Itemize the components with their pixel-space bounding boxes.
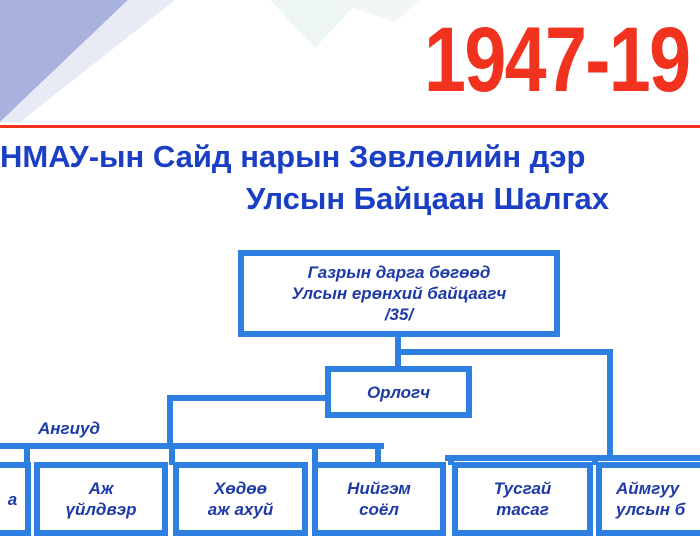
unit-box-aimag-line-1: Аймгуу	[616, 479, 680, 498]
deputy-box: Орлогч	[325, 366, 472, 418]
unit-box-aimag-line-2: улсын б	[616, 500, 686, 519]
connector-head-to-special	[395, 349, 613, 461]
unit-box-agriculture-line-1: Хөдөө	[213, 479, 267, 498]
page-title-line-1: НМАУ-ын Сайд нарын Зөвлөлийн дэр	[0, 139, 586, 174]
year-banner: 1947-19	[424, 9, 691, 111]
unit-box-social-culture: Нийгэм соёл	[312, 462, 446, 536]
unit-box-social-culture-line-1: Нийгэм	[347, 479, 411, 498]
red-divider	[0, 125, 700, 128]
unit-box-industry: Аж үйлдвэр	[34, 462, 168, 536]
connector-deputy-to-units	[167, 395, 333, 449]
head-box-line-2: Улсын ерөнхий байцаагч	[291, 284, 507, 303]
deputy-box-label: Орлогч	[366, 382, 431, 402]
top-faint-shape	[330, 0, 420, 22]
top-light-triangle-shape	[270, 0, 360, 48]
section-label-departments: Ангиуд	[38, 419, 100, 438]
unit-box-agriculture-line-2: аж ахуй	[207, 500, 274, 519]
unit-box-social-culture-line-2: соёл	[359, 500, 399, 519]
unit-box-special-section: Тусгай тасаг	[452, 462, 593, 536]
unit-box-1: а	[0, 462, 31, 536]
unit-box-1-line-1: а	[7, 489, 18, 509]
unit-box-industry-line-2: үйлдвэр	[65, 500, 137, 519]
head-box-line-3: /35/	[384, 305, 414, 324]
unit-box-special-section-line-1: Тусгай	[493, 479, 552, 498]
unit-box-aimag: Аймгуу улсын б	[596, 462, 700, 536]
page-title-line-2: Улсын Байцаан Шалгах	[246, 181, 609, 216]
unit-box-agriculture: Хөдөө аж ахуй	[173, 462, 308, 536]
head-of-department-box: Газрын дарга бөгөөд Улсын ерөнхий байцаа…	[238, 250, 560, 337]
unit-box-industry-line-1: Аж	[88, 479, 114, 498]
corner-shadow-shape	[0, 0, 175, 122]
head-box-line-1: Газрын дарга бөгөөд	[307, 263, 491, 282]
unit-box-special-section-line-2: тасаг	[496, 500, 549, 519]
